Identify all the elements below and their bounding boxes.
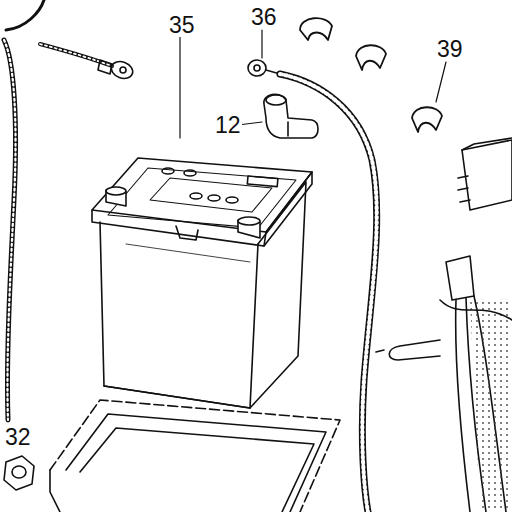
callout-number: 35 [168,14,196,37]
relay-connector [458,138,512,210]
callout-number: 12 [214,114,242,137]
battery-tray [50,400,340,512]
cable-clip [300,18,442,132]
callout-number: 32 [4,426,32,449]
terminal-cover [264,94,318,138]
callout-number: 39 [436,38,464,61]
wire-harness [376,256,512,512]
nut [4,456,34,490]
battery [92,158,312,408]
callout-number: 36 [250,6,278,29]
